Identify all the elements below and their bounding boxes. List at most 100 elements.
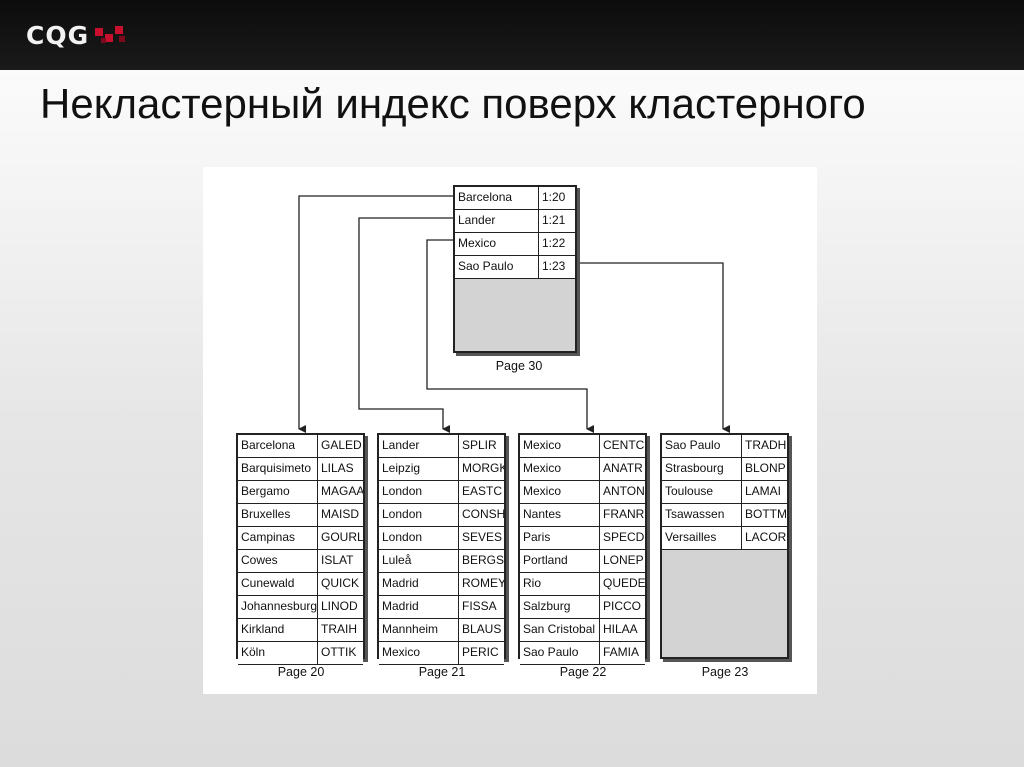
- index-key: Sao Paulo: [455, 256, 539, 278]
- logo-text: CQG: [26, 20, 90, 50]
- index-key: Mexico: [455, 233, 539, 255]
- city-cell: Johannesburg: [238, 596, 318, 618]
- city-cell: Luleå: [379, 550, 459, 572]
- city-cell: San Cristobal: [520, 619, 600, 641]
- city-cell: Paris: [520, 527, 600, 549]
- city-cell: Cunewald: [238, 573, 318, 595]
- customer-id-cell: TRAIH: [321, 622, 357, 636]
- city-cell: London: [379, 504, 459, 526]
- customer-id-cell: LILAS: [321, 461, 354, 475]
- customer-id-cell: QUICK: [321, 576, 360, 590]
- pointer-line-page-23: [577, 262, 730, 433]
- customer-id-cell: TRADH: [745, 438, 787, 452]
- customer-id-cell: SPLIR: [462, 438, 497, 452]
- city-cell: Lander: [379, 435, 459, 457]
- red-squares-logo-icon: [95, 26, 126, 43]
- city-cell: Versailles: [662, 527, 742, 549]
- customer-id-cell: ANATR: [603, 461, 643, 475]
- page-label: Page 23: [701, 665, 749, 679]
- index-key: Lander: [455, 210, 539, 232]
- customer-id-cell: GOURL: [321, 530, 363, 544]
- customer-id-cell: FRANR: [603, 507, 645, 521]
- city-cell: Sao Paulo: [520, 642, 600, 664]
- customer-id-cell: MAGAA: [321, 484, 363, 498]
- customer-id-cell: CONSH: [462, 507, 504, 521]
- customer-id-cell: SEVES: [462, 530, 503, 544]
- city-cell: Köln: [238, 642, 318, 664]
- slide-title: Некластерный индекс поверх кластерного: [40, 80, 866, 127]
- city-cell: Madrid: [379, 596, 459, 618]
- customer-id-cell: GALED: [321, 438, 362, 452]
- pointer-line-page-20: [298, 195, 455, 433]
- city-cell: Barcelona: [238, 435, 318, 457]
- city-cell: Madrid: [379, 573, 459, 595]
- index-pointer: 1:23: [542, 259, 566, 273]
- customer-id-cell: EASTC: [462, 484, 503, 498]
- city-cell: Portland: [520, 550, 600, 572]
- index-pointer: 1:21: [542, 213, 566, 227]
- customer-id-cell: LINOD: [321, 599, 358, 613]
- city-cell: Toulouse: [662, 481, 742, 503]
- customer-id-cell: OTTIK: [321, 645, 357, 659]
- customer-id-cell: ANTON: [603, 484, 645, 498]
- city-cell: Rio: [520, 573, 600, 595]
- pointer-line-page-21: [358, 217, 455, 433]
- index-pointer: 1:22: [542, 236, 566, 250]
- city-cell: Mexico: [520, 435, 600, 457]
- customer-id-cell: LACOR: [745, 530, 787, 544]
- index-pointer: 1:20: [542, 190, 566, 204]
- customer-id-cell: BOTTM: [745, 507, 787, 521]
- index-key: Barcelona: [455, 187, 539, 209]
- customer-id-cell: ISLAT: [321, 553, 354, 567]
- page-label: Page 21: [418, 665, 466, 679]
- customer-id-cell: CENTC: [603, 438, 645, 452]
- city-cell: Bruxelles: [238, 504, 318, 526]
- customer-id-cell: LAMAI: [745, 484, 782, 498]
- city-cell: Mexico: [520, 458, 600, 480]
- customer-id-cell: FAMIA: [603, 645, 640, 659]
- customer-id-cell: MAISD: [321, 507, 360, 521]
- city-cell: Mannheim: [379, 619, 459, 641]
- pointer-line-page-22: [426, 239, 594, 433]
- customer-id-cell: MORGK: [462, 461, 504, 475]
- city-cell: Strasbourg: [662, 458, 742, 480]
- city-cell: Nantes: [520, 504, 600, 526]
- customer-id-cell: PICCO: [603, 599, 642, 613]
- cqg-logo: CQG: [26, 20, 131, 50]
- page-label: Page 20: [277, 665, 325, 679]
- city-cell: Tsawassen: [662, 504, 742, 526]
- customer-id-cell: BERGS: [462, 553, 504, 567]
- customer-id-cell: PERIC: [462, 645, 499, 659]
- customer-id-cell: LONEP: [603, 553, 644, 567]
